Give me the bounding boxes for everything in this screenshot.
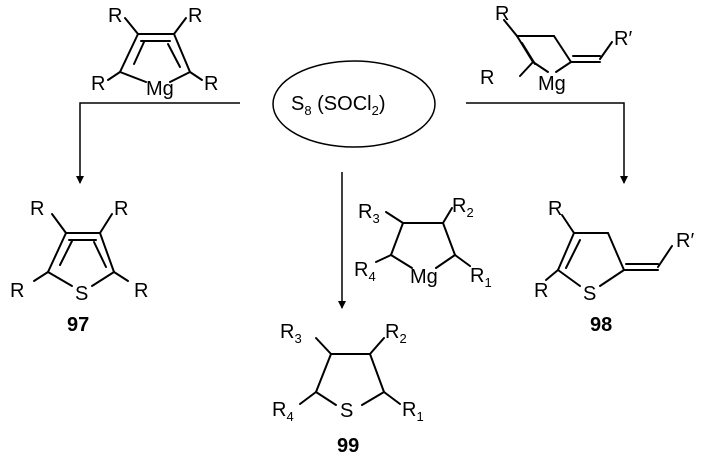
r-label: R [108, 5, 122, 27]
dihydrothiophene-98: R R R′ S 98 [534, 198, 694, 336]
r-label: R [480, 67, 494, 89]
sulfur-atom-label: S [75, 283, 88, 305]
r1-label: R1 [402, 399, 424, 424]
reagent-label: S8 (SOCl2) [291, 93, 385, 118]
reagent: S8 (SOCl2) [272, 60, 436, 148]
compound-number-98: 98 [590, 314, 612, 336]
r2-label: R2 [452, 195, 474, 220]
compound-number-99: 99 [337, 435, 359, 457]
magnesium-atom-label: Mg [538, 73, 566, 95]
r3-label: R3 [358, 201, 380, 226]
arrow-left [76, 102, 240, 184]
r-label: R [188, 5, 202, 27]
tetrahydrothiophene-99: R3 R2 R4 R1 S 99 [272, 321, 424, 457]
magnesium-atom-label: Mg [410, 266, 438, 288]
magnesacyclopentadiene: R R R R Mg [91, 5, 218, 100]
thiophene-97: R R R R S 97 [10, 198, 148, 336]
r3-label: R3 [280, 321, 302, 346]
magnesacyclopentane: R3 R2 R4 R1 Mg [354, 195, 492, 290]
r-label: R [10, 280, 24, 302]
reagent-ellipse [272, 60, 436, 148]
r-label: R [30, 198, 44, 220]
r-label: R [534, 280, 548, 302]
r-label: R [204, 73, 218, 95]
magnesium-atom-label: Mg [146, 78, 174, 100]
r4-label: R4 [354, 259, 376, 284]
r-label: R [134, 280, 148, 302]
r-prime-label: R′ [676, 230, 694, 252]
r-label: R [91, 73, 105, 95]
r4-label: R4 [272, 399, 294, 424]
r2-label: R2 [385, 321, 407, 346]
r-label: R [548, 198, 562, 220]
r-label: R [114, 198, 128, 220]
r-prime-label: R′ [614, 28, 632, 50]
r1-label: R1 [470, 265, 492, 290]
r-label: R [495, 3, 509, 25]
sulfur-atom-label: S [340, 400, 353, 422]
magnesacyclopentene: R R R′ Mg [480, 3, 632, 95]
compound-number-97: 97 [67, 314, 89, 336]
arrow-right [466, 102, 628, 184]
sulfur-atom-label: S [583, 283, 596, 305]
